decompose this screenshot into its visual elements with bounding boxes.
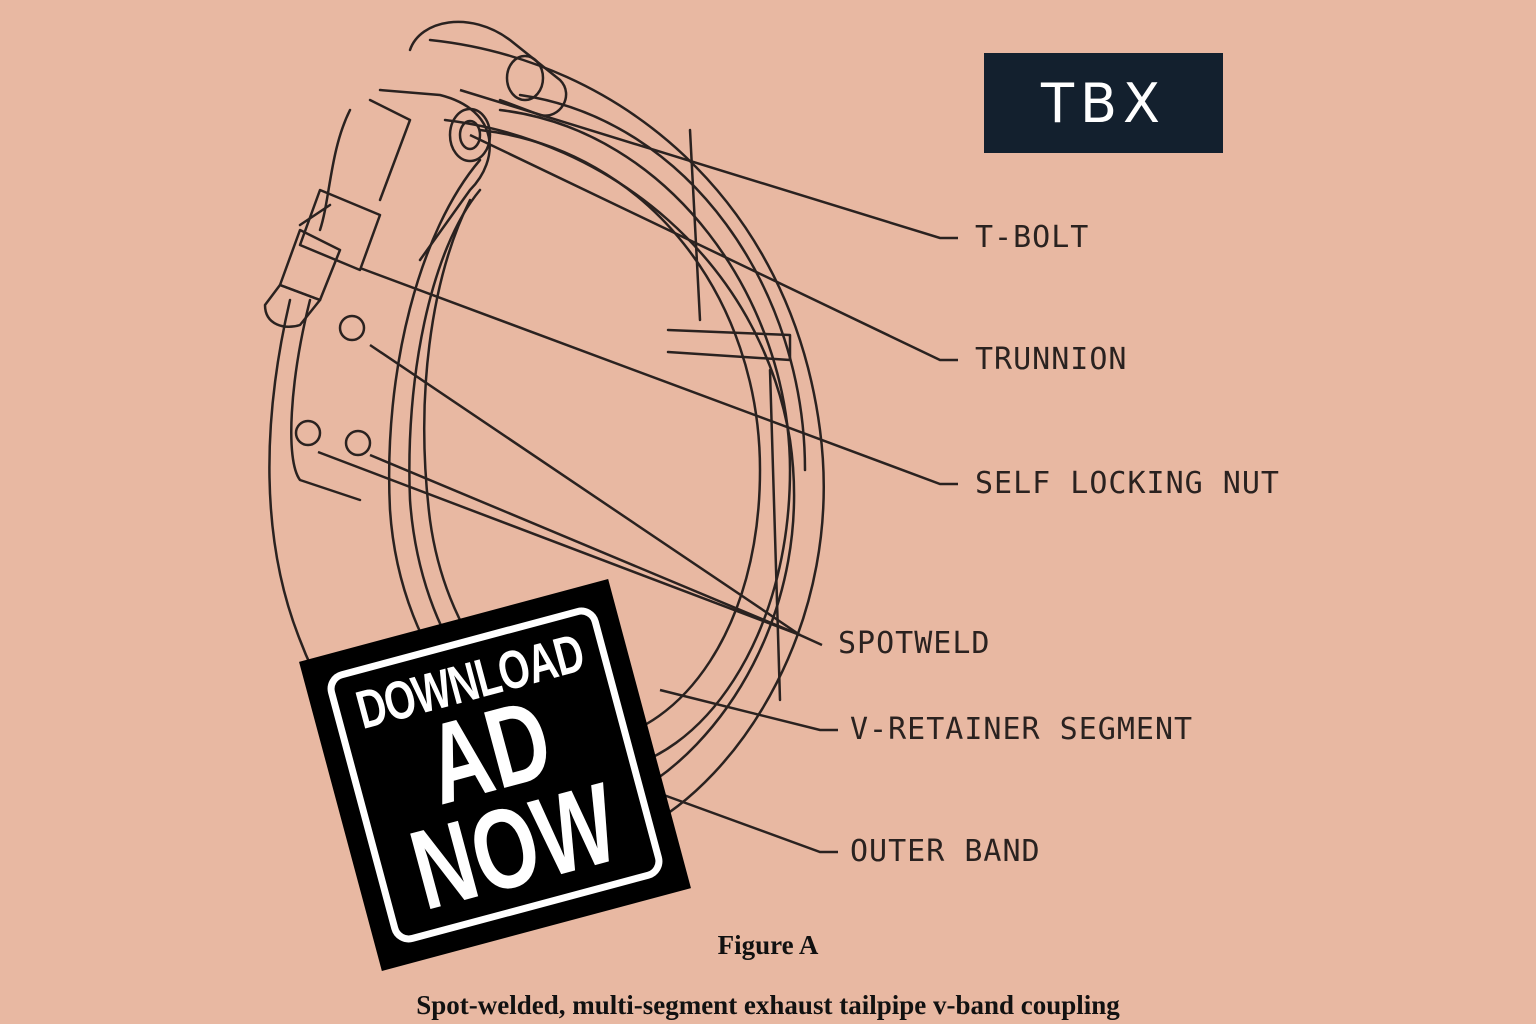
label-outer-band: OUTER BAND bbox=[850, 834, 1041, 869]
figure-title: Figure A bbox=[717, 930, 819, 960]
badge-line-now: NOW bbox=[398, 758, 630, 935]
label-spotweld: SPOTWELD bbox=[838, 626, 991, 661]
self-locking-nut-shape bbox=[263, 283, 322, 329]
label-self-locking-nut: SELF LOCKING NUT bbox=[975, 466, 1280, 501]
label-trunnion: TRUNNION bbox=[975, 342, 1128, 377]
label-v-retainer-segment: V-RETAINER SEGMENT bbox=[850, 712, 1194, 747]
outer-band-shape bbox=[268, 38, 825, 850]
badge-frame: DOWNLOAD AD NOW bbox=[323, 603, 667, 947]
spotweld-1 bbox=[338, 314, 366, 342]
label-t-bolt: T-BOLT bbox=[975, 220, 1090, 255]
figure-subtitle: Spot-welded, multi-segment exhaust tailp… bbox=[416, 990, 1120, 1020]
t-bolt-shape bbox=[298, 188, 382, 272]
logo-text: TBX bbox=[1040, 71, 1167, 135]
spotweld-2 bbox=[294, 419, 322, 447]
tbx-logo: TBX bbox=[984, 53, 1223, 153]
spotweld-3 bbox=[344, 429, 372, 457]
trunnion-shape bbox=[408, 20, 568, 117]
